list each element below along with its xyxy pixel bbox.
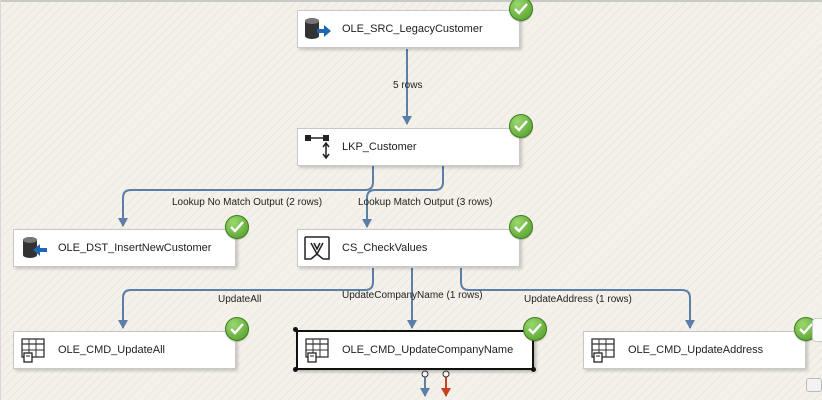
success-check-icon xyxy=(225,317,249,341)
path-update-address[interactable] xyxy=(460,268,695,329)
success-check-icon xyxy=(509,215,533,239)
path-label-lookup-no-match: Lookup No Match Output (2 rows) xyxy=(172,197,323,208)
path-update-all[interactable] xyxy=(118,268,374,329)
component-ole-cmd-update-all[interactable]: OLE_CMD_UpdateAll xyxy=(13,331,236,369)
error-output-handle[interactable] xyxy=(442,370,450,378)
path-label-lookup-match: Lookup Match Output (3 rows) xyxy=(358,197,493,208)
success-check-icon xyxy=(225,215,249,239)
ole-db-command-icon xyxy=(18,335,48,365)
lookup-icon xyxy=(302,132,332,162)
path-label-update-company-name: UpdateCompanyName (1 rows) xyxy=(342,290,483,301)
conditional-split-icon xyxy=(302,233,332,263)
success-check-icon xyxy=(509,114,533,138)
component-label: LKP_Customer xyxy=(342,141,417,153)
success-check-icon xyxy=(523,317,547,341)
ole-db-destination-icon xyxy=(18,233,48,263)
ole-db-source-icon xyxy=(302,14,332,44)
component-label: OLE_SRC_LegacyCustomer xyxy=(342,23,483,35)
left-border xyxy=(0,0,1,400)
component-label: OLE_DST_InsertNewCustomer xyxy=(58,242,212,254)
component-ole-cmd-update-address[interactable]: OLE_CMD_UpdateAddress xyxy=(583,331,806,369)
path-label-update-address: UpdateAddress (1 rows) xyxy=(524,294,632,305)
path-lookup-no-match[interactable] xyxy=(118,166,374,227)
component-ole-src-legacy-customer[interactable]: OLE_SRC_LegacyCustomer xyxy=(297,10,520,48)
path-lookup-match[interactable] xyxy=(362,166,444,228)
path-label-5-rows: 5 rows xyxy=(393,80,423,91)
canvas-edge-tab[interactable] xyxy=(812,318,822,342)
component-label: OLE_CMD_UpdateAddress xyxy=(628,344,764,356)
component-cs-check-values[interactable]: CS_CheckValues xyxy=(297,229,520,267)
success-check-icon xyxy=(509,0,533,21)
selection-handle[interactable] xyxy=(531,367,536,372)
path-label-update-all: UpdateAll xyxy=(218,294,262,305)
top-border xyxy=(0,0,822,2)
component-label: OLE_CMD_UpdateCompanyName xyxy=(342,344,514,356)
ole-db-command-icon xyxy=(302,335,332,365)
selection-handle[interactable] xyxy=(293,367,298,372)
component-ole-cmd-update-company-name[interactable]: OLE_CMD_UpdateCompanyName xyxy=(296,330,534,370)
component-ole-dst-insert-new-customer[interactable]: OLE_DST_InsertNewCustomer xyxy=(13,229,236,267)
scroll-corner-handle[interactable] xyxy=(806,378,822,392)
component-lkp-customer[interactable]: LKP_Customer xyxy=(297,128,520,166)
component-label: OLE_CMD_UpdateAll xyxy=(58,344,165,356)
output-path-handle[interactable] xyxy=(421,370,429,378)
ole-db-command-icon xyxy=(588,335,618,365)
component-label: CS_CheckValues xyxy=(342,242,428,254)
selection-handle[interactable] xyxy=(293,327,298,332)
